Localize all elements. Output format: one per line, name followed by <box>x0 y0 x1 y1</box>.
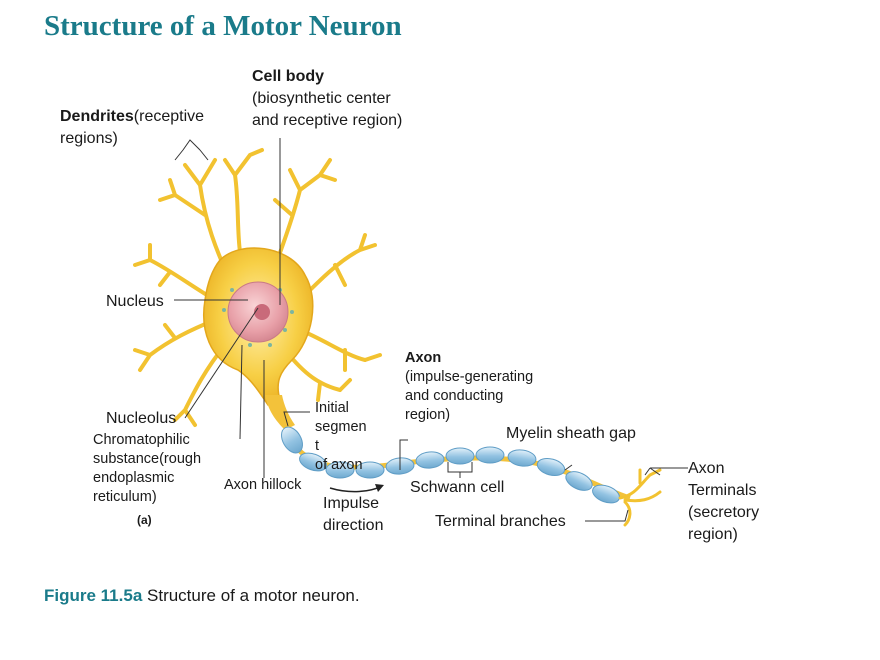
axon-hillock-shape <box>265 395 295 430</box>
initial-segment-label: Initial segmen t of axon <box>315 400 367 473</box>
impulse-direction-arrow <box>329 485 383 493</box>
leader-lines <box>174 138 688 522</box>
panel-reference: (a) <box>137 513 152 527</box>
cell-body-label: Cell body (biosynthetic center and recep… <box>252 68 403 129</box>
myelin-gap-label: Myelin sheath gap <box>506 425 636 442</box>
dendrites-label: Dendrites(receptive regions) <box>60 108 205 147</box>
nucleus-label: Nucleus <box>106 293 164 310</box>
axon-label: Axon (impulse-generating and conducting … <box>405 350 534 423</box>
figure-caption: Figure 11.5a Structure of a motor neuron… <box>44 586 360 606</box>
terminal-branches <box>618 468 662 527</box>
myelin-sheath <box>281 426 620 504</box>
axon-hillock-label: Axon hillock <box>224 477 302 493</box>
page-title: Structure of a Motor Neuron <box>44 10 402 42</box>
figure-number: Figure 11.5a <box>44 586 143 605</box>
chromatophilic-label: Chromatophilic substance(rough endoplasm… <box>93 432 202 505</box>
impulse-direction-label: Impulse direction <box>323 495 384 534</box>
nucleolus-shape <box>254 304 270 320</box>
axon-terminals-label: Axon Terminals (secretory region) <box>688 460 760 543</box>
caption-text: Structure of a motor neuron. <box>142 586 360 605</box>
schwann-cell-label: Schwann cell <box>410 479 505 496</box>
terminal-branches-label: Terminal branches <box>435 513 566 530</box>
dendrites <box>133 148 382 427</box>
impulse-direction-arrowhead <box>375 484 384 492</box>
nucleolus-label: Nucleolus <box>106 410 177 427</box>
